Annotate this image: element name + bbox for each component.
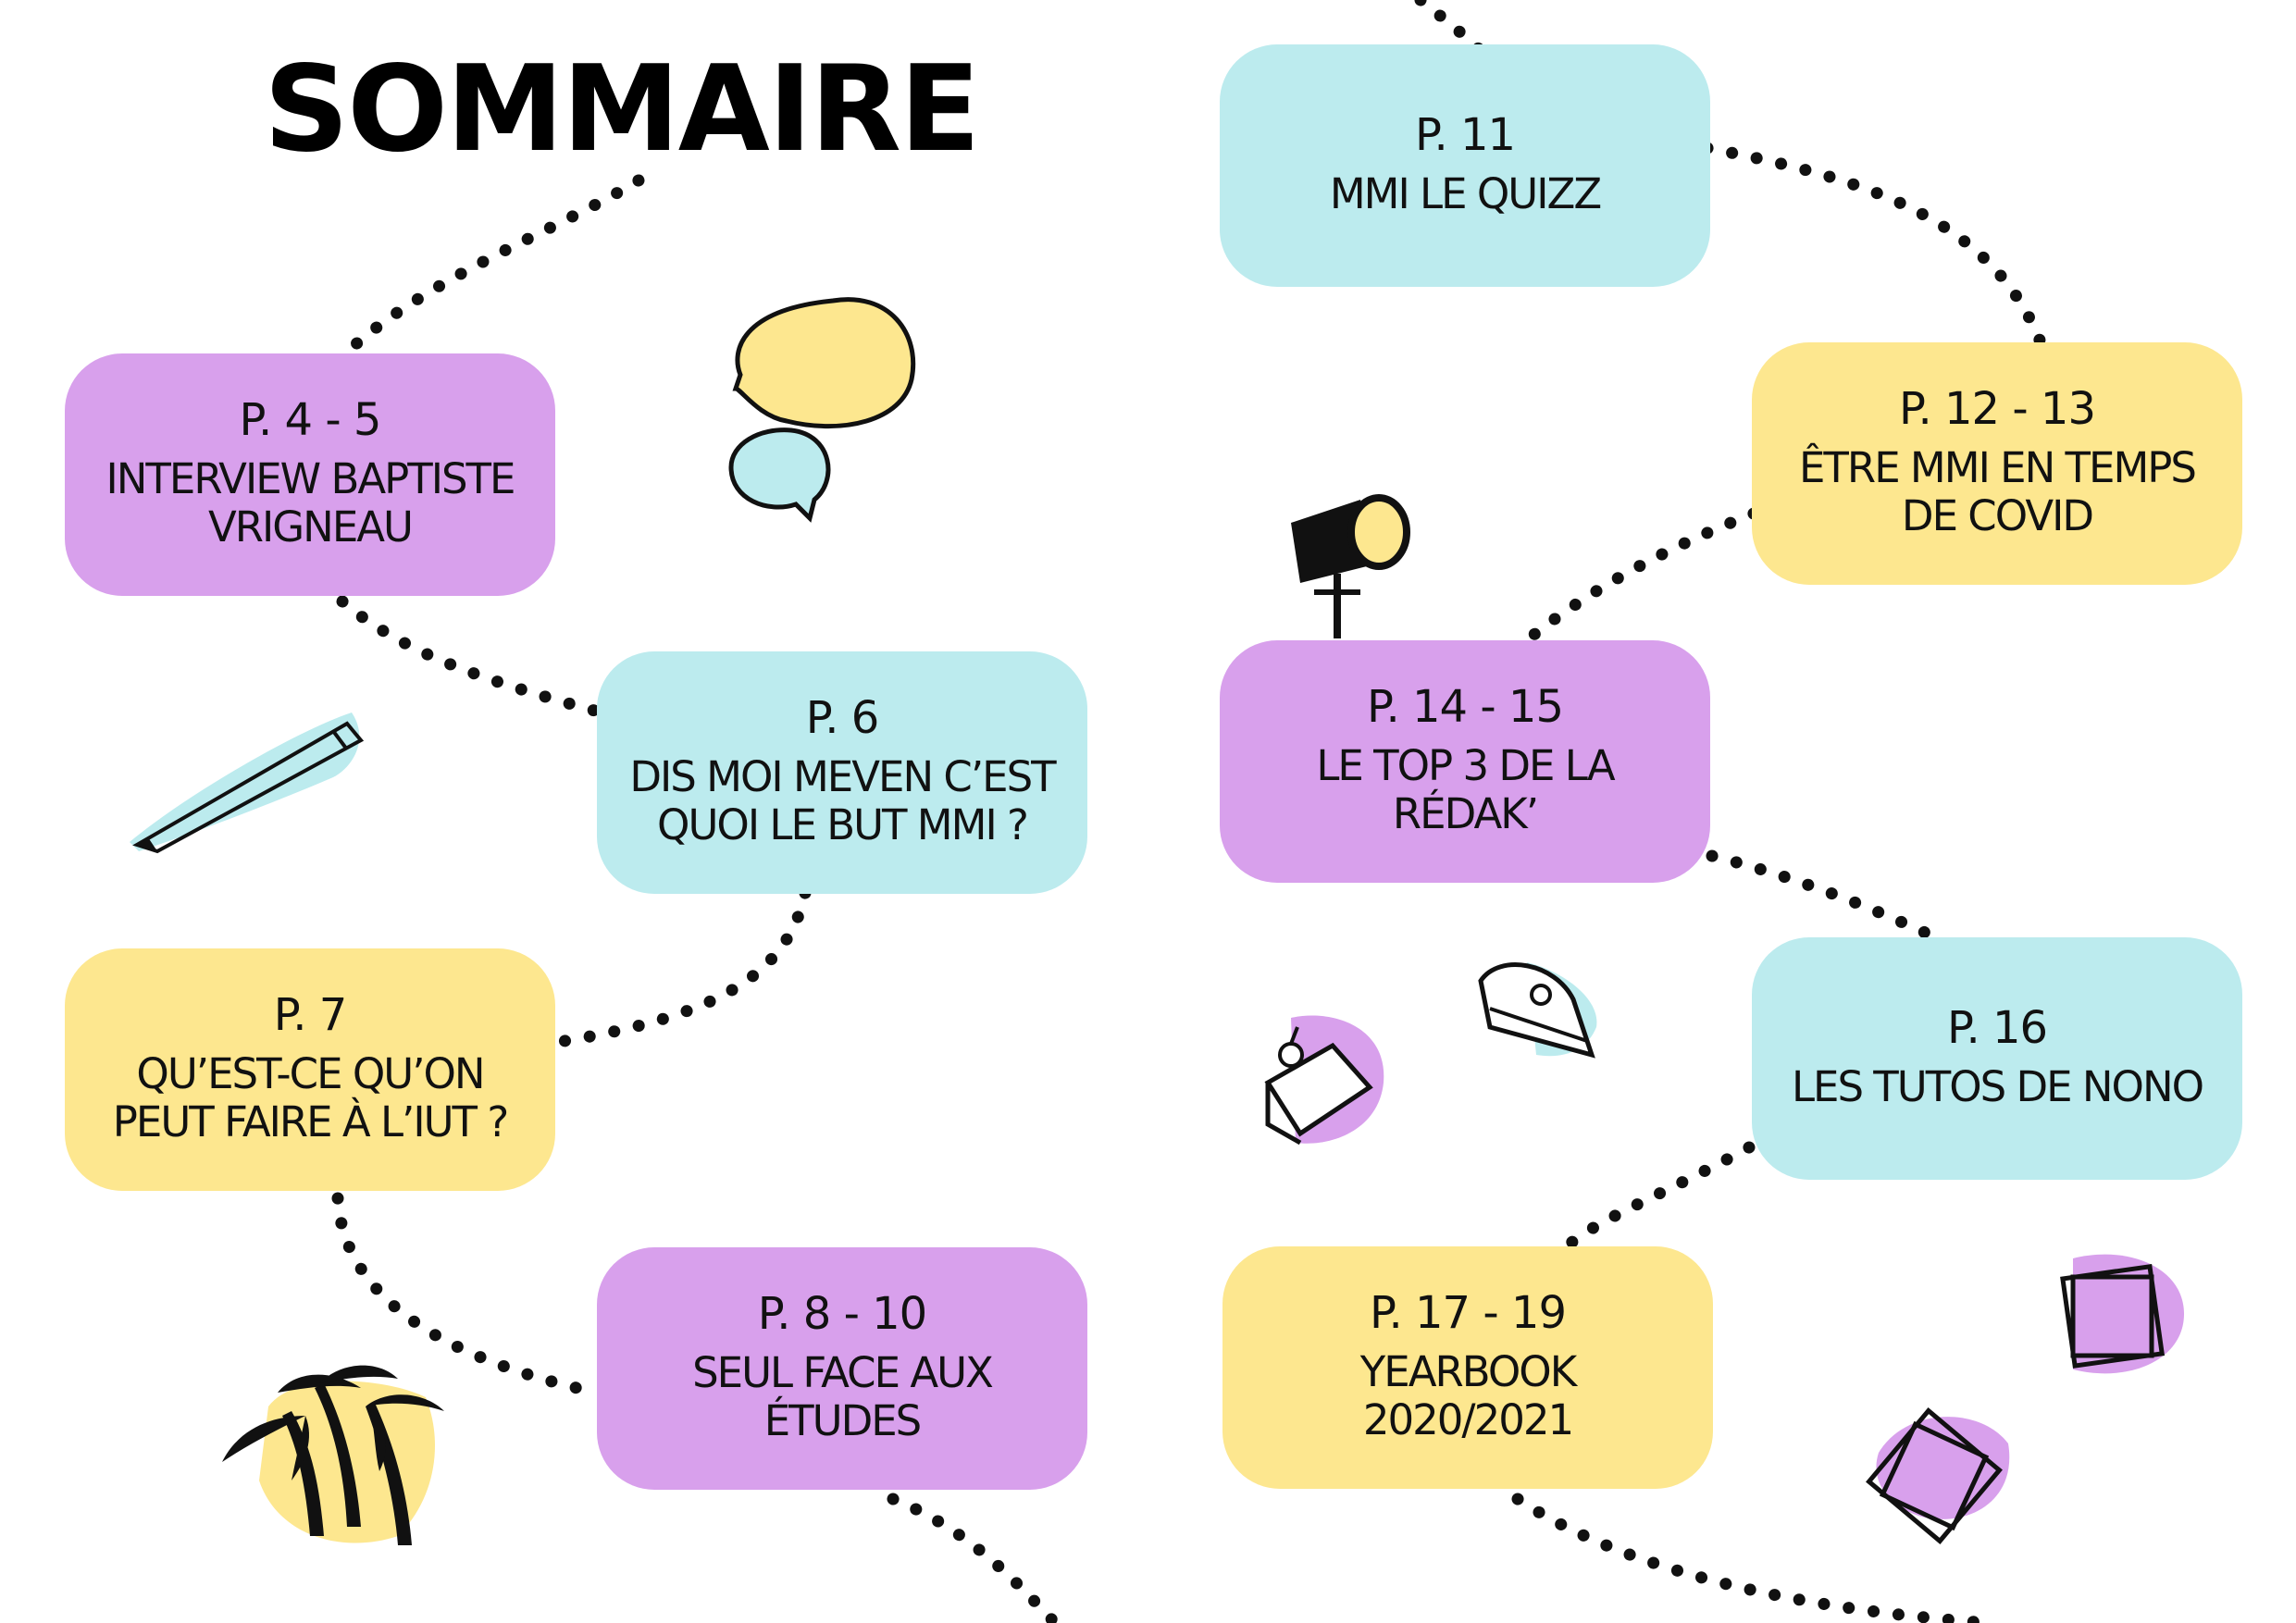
entry-title: QU’EST-CE QU’ON PEUT FAIRE À L’IUT ?	[112, 1049, 509, 1146]
toc-entry-yearbook[interactable]: P. 17 - 19 YEARBOOK 2020/2021	[1222, 1246, 1713, 1489]
toc-entry-interview[interactable]: P. 4 - 5 INTERVIEW BAPTISTE VRIGNEAU	[65, 353, 555, 596]
entry-page-number: P. 17 - 19	[1370, 1287, 1567, 1339]
entry-page-number: P. 4 - 5	[239, 394, 382, 446]
entry-title: LES TUTOS DE NONO	[1791, 1062, 2204, 1111]
entry-title: DIS MOI MEVEN C’EST QUOI LE BUT MMI ?	[629, 752, 1056, 849]
entry-title: INTERVIEW BAPTISTE VRIGNEAU	[105, 454, 516, 551]
toc-entry-tutos[interactable]: P. 16 LES TUTOS DE NONO	[1752, 937, 2242, 1180]
toc-entry-covid[interactable]: P. 12 - 13 ÊTRE MMI EN TEMPS DE COVID	[1752, 342, 2242, 585]
toc-entry-iut[interactable]: P. 7 QU’EST-CE QU’ON PEUT FAIRE À L’IUT …	[65, 948, 555, 1191]
entry-title: LE TOP 3 DE LA RÉDAK’	[1316, 741, 1615, 838]
toc-entry-top3[interactable]: P. 14 - 15 LE TOP 3 DE LA RÉDAK’	[1220, 640, 1710, 883]
entry-page-number: P. 7	[273, 989, 348, 1041]
toc-entry-etudes[interactable]: P. 8 - 10 SEUL FACE AUX ÉTUDES	[597, 1247, 1087, 1490]
entry-page-number: P. 8 - 10	[757, 1288, 927, 1340]
dotted-path	[331, 0, 2047, 1623]
page-title: SOMMAIRE	[264, 41, 980, 179]
entry-page-number: P. 14 - 15	[1367, 681, 1564, 733]
entry-page-number: P. 11	[1414, 109, 1516, 161]
pencil-icon	[130, 712, 365, 854]
entry-page-number: P. 6	[805, 692, 880, 744]
toc-entry-meven[interactable]: P. 6 DIS MOI MEVEN C’EST QUOI LE BUT MMI…	[597, 651, 1087, 894]
pie-slice-icon	[1478, 962, 1597, 1059]
spotlight-icon	[1291, 494, 1410, 638]
photo-frames-icon	[1866, 1254, 2184, 1544]
cake-slice-icon	[1264, 1015, 1384, 1146]
speech-bubbles-icon	[728, 297, 916, 523]
entry-title: MMI LE QUIZZ	[1329, 169, 1602, 218]
entry-page-number: P. 16	[1946, 1002, 2048, 1054]
entry-page-number: P. 12 - 13	[1899, 383, 2096, 435]
toc-entry-quizz[interactable]: P. 11 MMI LE QUIZZ	[1220, 44, 1710, 287]
entry-title: YEARBOOK 2020/2021	[1359, 1347, 1577, 1444]
palm-trees-icon	[222, 1365, 444, 1545]
entry-title: ÊTRE MMI EN TEMPS DE COVID	[1799, 443, 2197, 540]
entry-title: SEUL FACE AUX ÉTUDES	[692, 1348, 994, 1445]
